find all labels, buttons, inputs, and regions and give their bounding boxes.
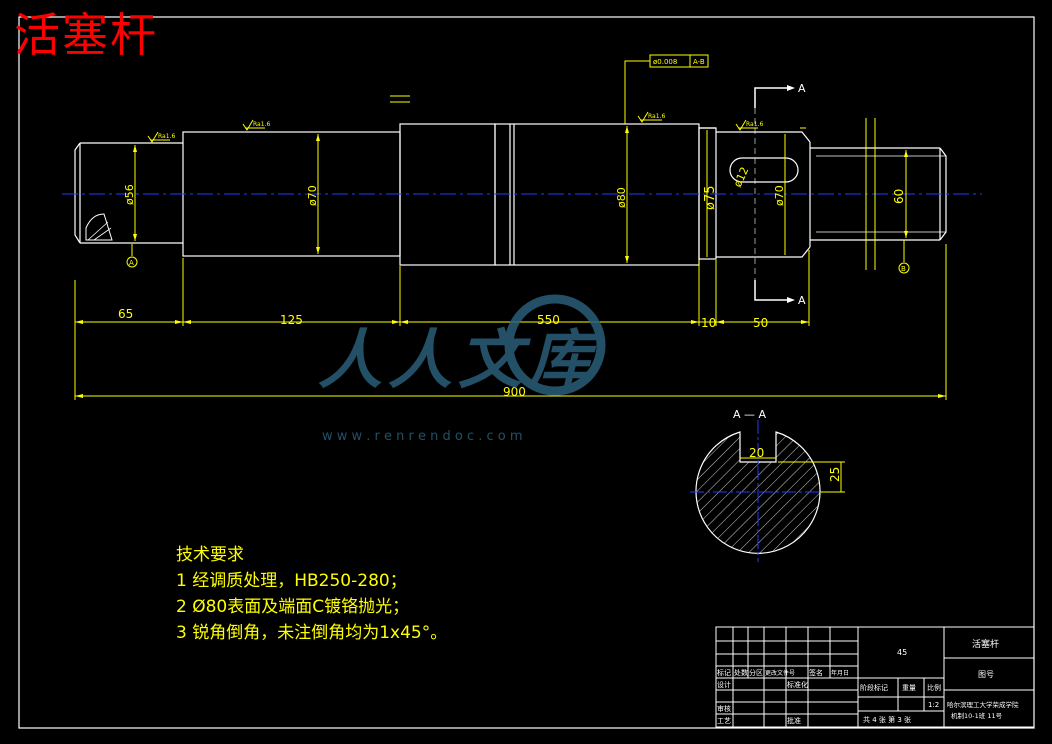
dimension-arrows [75,126,946,398]
title-block-row-label: 分区 [749,668,763,677]
title-block-ratio-label: 比例 [927,683,941,692]
dimension-labels: ø56 ø70 ø80 ø75 ø70 ø12 60 65 125 550 10… [118,165,906,399]
section-marker-bottom: A [798,294,806,307]
title-block-scale: 1:2 [928,701,939,709]
datum-a-label: A [129,259,134,267]
dim-len-65: 65 [118,307,133,321]
title-block-row-label: 标记 [717,668,731,677]
drawing-title: 活塞杆 [14,8,158,62]
section-view-title: A — A [733,408,767,421]
dim-d80: ø80 [615,187,628,208]
dim-width-20: 20 [749,446,764,460]
tolerance-value: ø0.008 [653,58,677,66]
title-block-row-label: 更改文件号 [765,669,795,677]
title-block-school: 哈尔滨理工大学荣成学院 [947,700,1019,709]
tech-requirement-item: 1 经调质处理，HB250-280； [176,571,407,591]
title-block-drawing-no: 图号 [978,670,994,679]
title-block-row-label: 年月日 [831,669,849,677]
dim-d70-right: ø70 [773,185,786,206]
dim-d60: 60 [892,189,906,204]
title-block [715,626,1035,728]
title-block-sheets: 共 4 张 第 3 张 [863,715,911,724]
roughness-symbols [147,111,747,143]
tolerance-frame: ø0.008 A-B [649,54,709,68]
section-view: 20 25 A — A [690,408,845,562]
roughness-label: Ra1.6 [158,133,175,140]
roughness-label: Ra1.6 [746,121,763,128]
title-block-left-label: 工艺 [717,717,731,725]
roughness-label: Ra1.6 [253,121,270,128]
dim-d12: ø12 [731,165,752,189]
title-block-part-name: 活塞杆 [972,638,999,650]
drawing-border [18,16,1035,729]
tech-requirement-item: 2 Ø80表面及端面C镀铬抛光； [176,597,410,617]
title-block-left-label: 批准 [787,716,801,725]
tolerance-datum: A-B [693,58,705,66]
datum-markers: A B [126,256,910,274]
dim-len-900: 900 [503,385,526,399]
title-block-left-label: 审核 [717,704,731,713]
title-block-stage-label: 阶段标记 [860,683,888,692]
watermark-url: w w w . r e n r e n d o c . c o m [322,429,523,444]
title-block-row-label: 处数 [734,668,748,677]
dim-len-10: 10 [701,316,716,330]
title-block-class: 机制10-1班 11号 [951,711,1003,720]
tech-requirements-heading: 技术要求 [176,545,244,565]
title-block-row-label: 签名 [809,668,823,677]
title-block-left-label: 标准化 [787,680,808,689]
tech-requirement-item: 3 锐角倒角，未注倒角均为1x45°。 [176,623,448,643]
dim-d75: ø75 [703,186,718,211]
title-block-left-label: 设计 [717,680,731,689]
title-block-weight-label: 重量 [902,684,916,692]
dim-len-550: 550 [537,313,560,327]
watermark-logo-text: 人人文库 [318,324,603,398]
watermark: 人人文库 w w w . r e n r e n d o c . c o m [318,294,606,444]
roughness-label: Ra1.6 [648,113,665,120]
dim-d70-left: ø70 [306,185,319,206]
dim-height-25: 25 [828,467,842,482]
dim-len-50: 50 [753,316,768,330]
section-cut-markers [754,87,787,301]
technical-requirements: 技术要求 1 经调质处理，HB250-280； 2 Ø80表面及端面C镀铬抛光；… [176,542,447,646]
datum-b-label: B [901,265,906,273]
section-marker-top: A [798,82,806,95]
dim-d56: ø56 [123,184,136,205]
dim-len-125: 125 [280,313,303,327]
title-block-material: 45 [897,648,907,657]
